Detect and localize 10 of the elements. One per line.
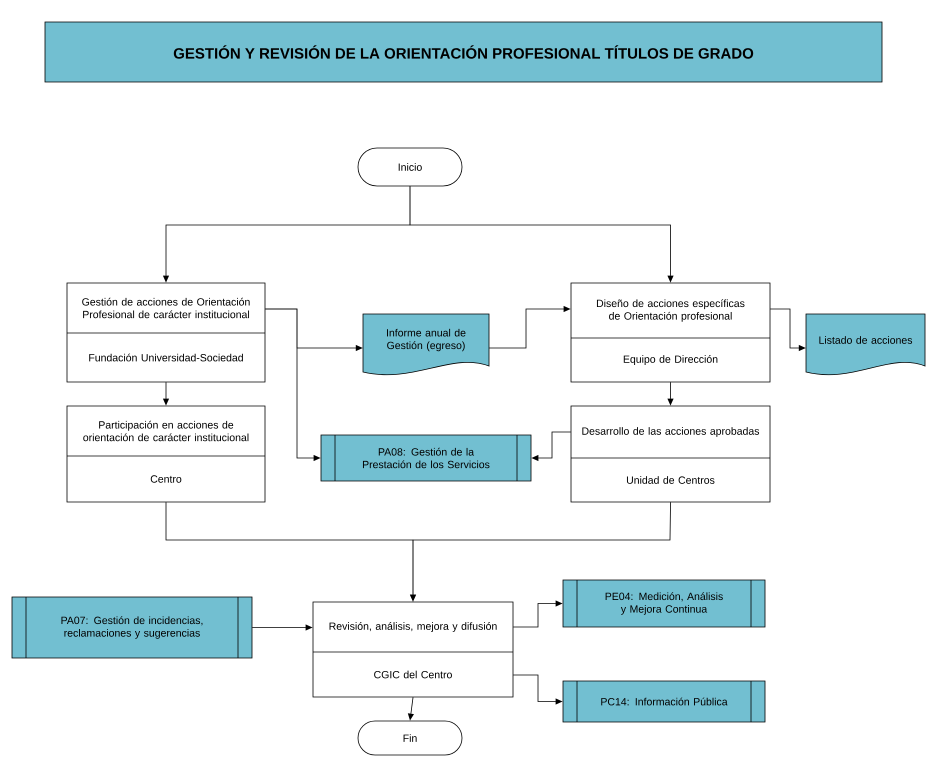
process-box: Desarrollo de las acciones aprobadas Unidad de Centros — [570, 406, 770, 502]
subprocess-box: PC14: Información Pública — [562, 680, 766, 722]
title-banner: GESTIÓN Y REVISIÓN DE LA ORIENTACIÓN PROFESIONAL TÍTULOS DE GRADO — [44, 22, 882, 82]
process-box: Gestión de acciones de Orientación Profesional de carácter institucional Fundación Universidad-Sociedad — [66, 282, 266, 382]
process-box: Participación en acciones de orientación de carácter institucional Centro — [66, 406, 266, 502]
subprocess-box: PA08: Gestión de la Prestación de los Servicios — [320, 434, 532, 482]
process-box: Revisión, análisis, mejora y difusión CGIC del Centro — [312, 602, 514, 698]
subprocess-box: PA07: Gestión de incidencias, reclamaciones y sugerencias — [12, 596, 252, 658]
process-box: Diseño de acciones específicas de Orientación profesional Equipo de Dirección — [570, 282, 770, 382]
subprocess-box: PE04: Medición, Análisis y Mejora Continua — [562, 580, 766, 628]
